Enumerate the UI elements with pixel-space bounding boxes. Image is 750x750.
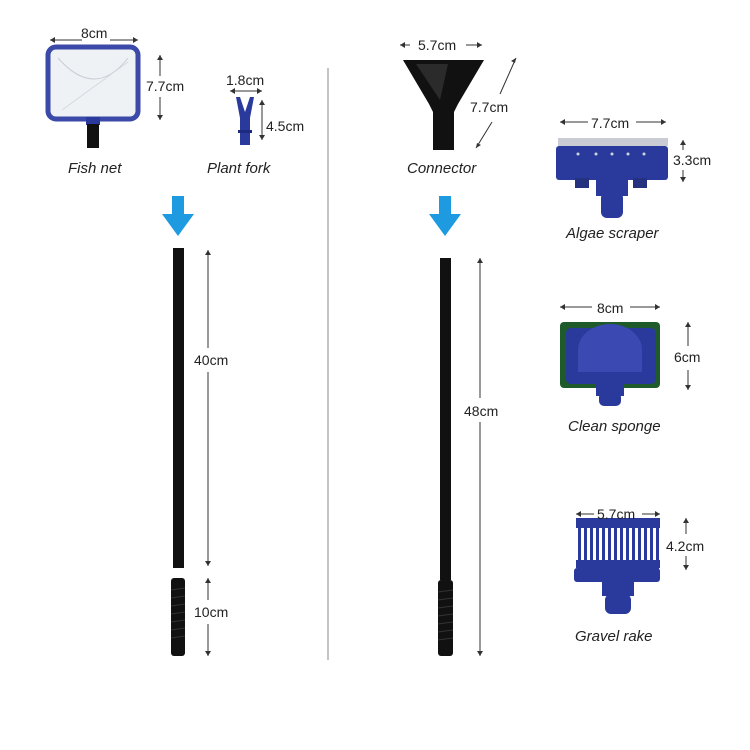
algae-scraper-illustration — [556, 138, 668, 218]
connector-width-label: 5.7cm — [418, 37, 457, 53]
plant-fork-illustration — [236, 97, 254, 145]
connector-caption: Connector — [407, 160, 477, 177]
down-arrow-right-icon — [429, 196, 461, 236]
right-pole-illustration — [437, 258, 454, 656]
plant-fork-caption: Plant fork — [207, 160, 271, 177]
fish-net-width-label: 8cm — [81, 25, 108, 41]
gravel-rake-height-label: 4.2cm — [666, 538, 705, 554]
fish-net-illustration — [45, 44, 141, 148]
connector-illustration — [403, 60, 484, 150]
fish-net-caption: Fish net — [68, 160, 122, 177]
clean-sponge-illustration — [560, 322, 660, 406]
down-arrow-left-icon — [162, 196, 194, 236]
left-handle-length-label: 10cm — [194, 604, 229, 620]
plant-fork-width-label: 1.8cm — [226, 72, 265, 88]
left-pole-illustration — [170, 248, 186, 656]
algae-scraper-height-label: 3.3cm — [673, 152, 712, 168]
algae-scraper-width-label: 7.7cm — [591, 115, 630, 131]
gravel-rake-illustration — [574, 518, 660, 614]
clean-sponge-caption: Clean sponge — [568, 418, 661, 435]
algae-scraper-caption: Algae scraper — [566, 225, 659, 242]
left-rod-length-label: 40cm — [194, 352, 229, 368]
clean-sponge-width-label: 8cm — [597, 300, 624, 316]
gravel-rake-width-label: 5.7cm — [597, 506, 636, 522]
gravel-rake-caption: Gravel rake — [575, 628, 653, 645]
fish-net-height-label: 7.7cm — [146, 78, 185, 94]
connector-height-label: 7.7cm — [470, 99, 509, 115]
clean-sponge-height-label: 6cm — [674, 349, 701, 365]
plant-fork-height-label: 4.5cm — [266, 118, 305, 134]
right-rod-length-label: 48cm — [464, 403, 499, 419]
